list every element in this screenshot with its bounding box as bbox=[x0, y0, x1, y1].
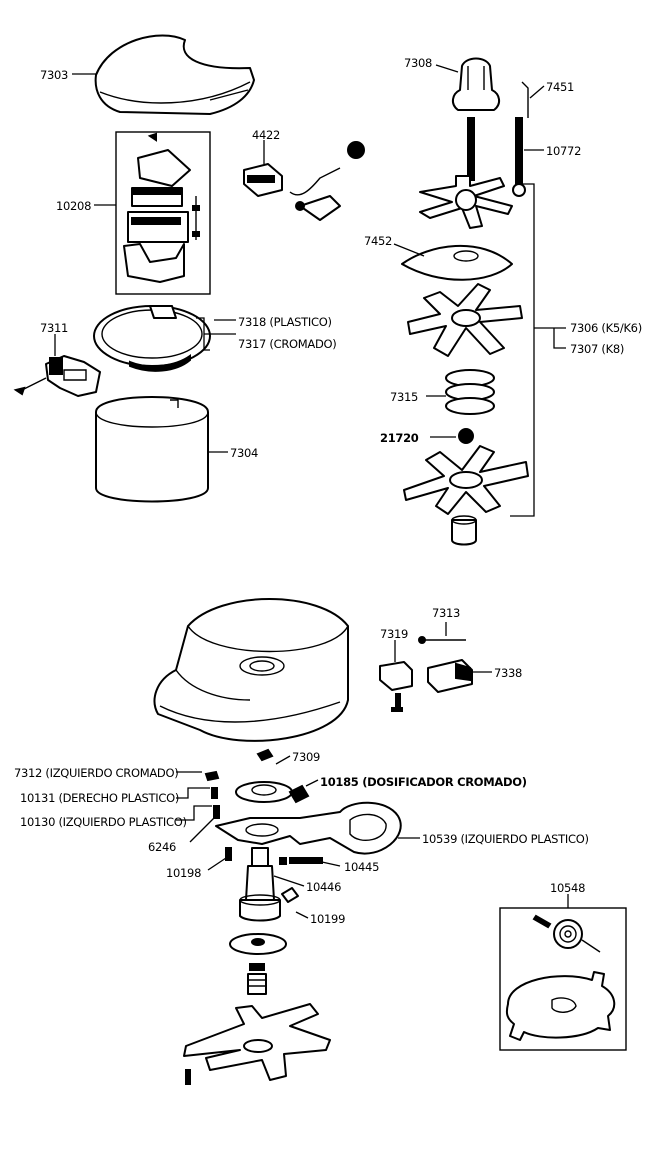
label-7338: 7338 bbox=[494, 666, 522, 680]
label-7452: 7452 bbox=[364, 234, 392, 248]
label-7319: 7319 bbox=[380, 627, 408, 641]
label-7304: 7304 bbox=[230, 446, 258, 460]
label-6246: 6246 bbox=[148, 840, 176, 854]
label-7317: 7317 (CROMADO) bbox=[238, 337, 336, 351]
part-7338 bbox=[427, 659, 473, 693]
label-10131: 10131 (DERECHO PLASTICO) bbox=[20, 791, 179, 805]
part-7308-knob bbox=[452, 57, 500, 181]
part-4422 bbox=[243, 141, 365, 221]
label-7313: 7313 bbox=[432, 606, 460, 620]
label-7312: 7312 (IZQUIERDO CROMADO) bbox=[14, 766, 178, 780]
part-agitator-top bbox=[419, 175, 513, 229]
part-7303-lid bbox=[94, 34, 255, 115]
part-agitator-bottom bbox=[403, 445, 529, 546]
part-7318-ring bbox=[93, 305, 211, 372]
part-shaft bbox=[239, 847, 281, 922]
label-7307: 7307 (K8) bbox=[570, 342, 624, 356]
label-7303: 7303 bbox=[40, 68, 68, 82]
label-7311: 7311 bbox=[40, 321, 68, 335]
part-10208-assembly bbox=[115, 131, 211, 295]
label-7306: 7306 (K5/K6) bbox=[570, 321, 642, 335]
part-7309-dosifier bbox=[235, 748, 310, 804]
label-7309: 7309 bbox=[292, 750, 320, 764]
part-21720 bbox=[458, 428, 474, 444]
label-10130: 10130 (IZQUIERDO PLASTICO) bbox=[20, 815, 187, 829]
part-agitator-middle bbox=[407, 283, 523, 357]
part-7319 bbox=[379, 661, 413, 712]
label-21720: 21720 bbox=[380, 431, 419, 445]
part-10548-kit bbox=[499, 907, 627, 1051]
label-10185: 10185 (DOSIFICADOR CROMADO) bbox=[320, 775, 527, 789]
part-base-bowl bbox=[153, 598, 349, 742]
label-7308: 7308 bbox=[404, 56, 432, 70]
label-10198: 10198 bbox=[166, 866, 201, 880]
part-7451-10772-rod bbox=[512, 81, 529, 197]
label-10445: 10445 bbox=[344, 860, 379, 874]
part-gear-disc bbox=[229, 933, 287, 995]
label-10539: 10539 (IZQUIERDO PLASTICO) bbox=[422, 832, 589, 846]
label-10208: 10208 bbox=[56, 199, 91, 213]
label-10772: 10772 bbox=[546, 144, 581, 158]
part-10445-spring bbox=[279, 857, 323, 865]
part-10539-lever bbox=[215, 801, 402, 855]
label-10548: 10548 bbox=[550, 881, 585, 895]
part-left-clips bbox=[204, 770, 232, 861]
part-bottom-blade bbox=[183, 1003, 331, 1085]
part-7315-spring bbox=[445, 369, 495, 415]
label-7315: 7315 bbox=[390, 390, 418, 404]
label-7451: 7451 bbox=[546, 80, 574, 94]
part-7304-cylinder bbox=[95, 396, 209, 503]
part-7452-disc bbox=[401, 245, 513, 281]
label-10446: 10446 bbox=[306, 880, 341, 894]
label-7318: 7318 (PLASTICO) bbox=[238, 315, 332, 329]
label-10199: 10199 bbox=[310, 912, 345, 926]
part-10199 bbox=[281, 887, 299, 903]
part-7313 bbox=[418, 636, 466, 644]
label-4422: 4422 bbox=[252, 128, 280, 142]
part-7311 bbox=[13, 355, 101, 397]
